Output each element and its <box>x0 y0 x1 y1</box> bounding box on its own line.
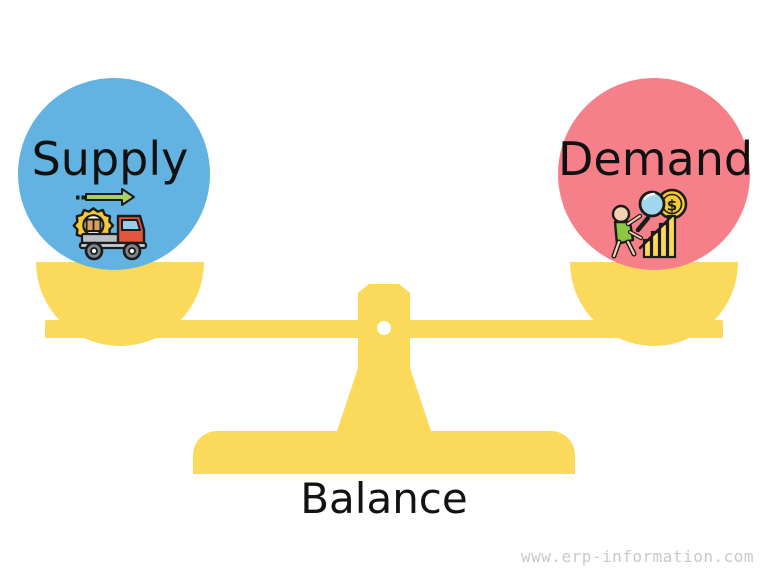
right-pan-stem <box>647 300 661 324</box>
demand-bubble[interactable]: Demand <box>558 78 754 270</box>
growth-chart-person-icon: $ <box>604 182 692 262</box>
left-pan-stem <box>113 300 127 324</box>
supply-label: Supply <box>31 132 189 186</box>
pivot-hole <box>377 321 391 335</box>
truck-window <box>121 219 141 231</box>
bar-chart-icon <box>638 214 677 259</box>
svg-text:$: $ <box>667 197 677 215</box>
truck-bed <box>80 232 122 245</box>
source-watermark: www.erp-information.com <box>520 547 754 566</box>
motion-arrow-icon <box>76 188 135 206</box>
demand-label: Demand <box>558 132 754 186</box>
magnifier-icon <box>635 190 666 233</box>
delivery-truck-gear-icon <box>56 178 152 262</box>
person-icon <box>611 204 644 259</box>
balance-base <box>193 431 575 474</box>
balance-caption: Balance <box>300 474 468 523</box>
balance-pivot-neck <box>335 368 433 437</box>
